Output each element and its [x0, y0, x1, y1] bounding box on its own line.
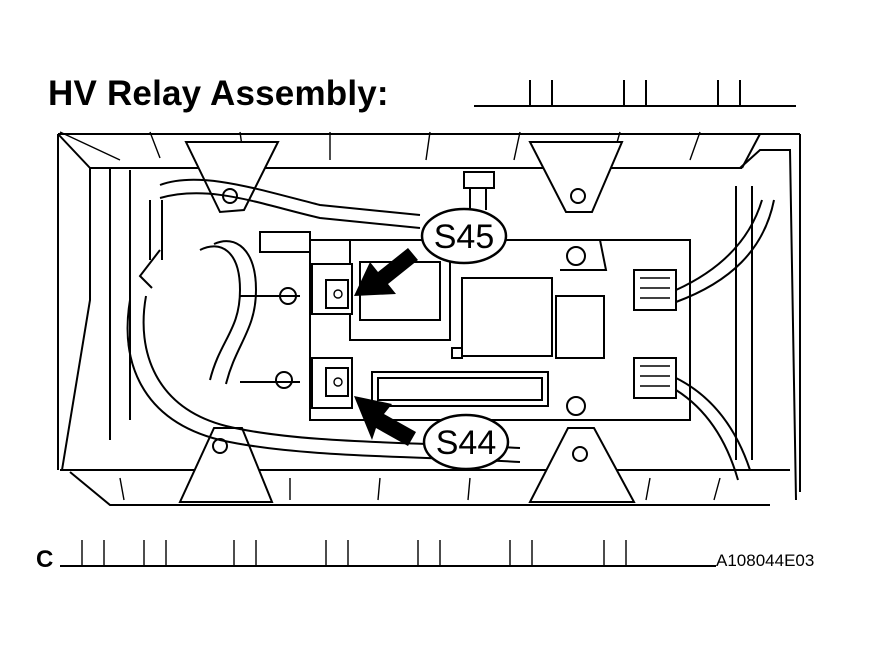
top-left-bracket [184, 141, 280, 214]
callout-arrow-s45 [354, 248, 418, 296]
bottom-left-bracket [178, 427, 274, 503]
relay-terminal-upper [311, 263, 353, 315]
callout-s45-label: S45 [434, 218, 495, 256]
bottom-leader-rule [60, 540, 716, 567]
callout-arrow-s44 [354, 396, 416, 446]
callout-s44: S44 [422, 413, 510, 471]
figure-code: A108044E03 [716, 551, 815, 570]
bottom-right-bracket [528, 427, 636, 503]
callout-s44-label: S44 [436, 424, 497, 462]
top-right-bracket [528, 141, 624, 213]
corner-letter: C [36, 546, 54, 573]
right-connector-lower [633, 357, 677, 399]
figure-title: HV Relay Assembly: [48, 74, 389, 113]
title-leader-rule [474, 80, 796, 107]
right-connector-upper [633, 269, 677, 311]
callout-s45: S45 [420, 207, 508, 265]
relay-terminal-lower [311, 357, 353, 409]
